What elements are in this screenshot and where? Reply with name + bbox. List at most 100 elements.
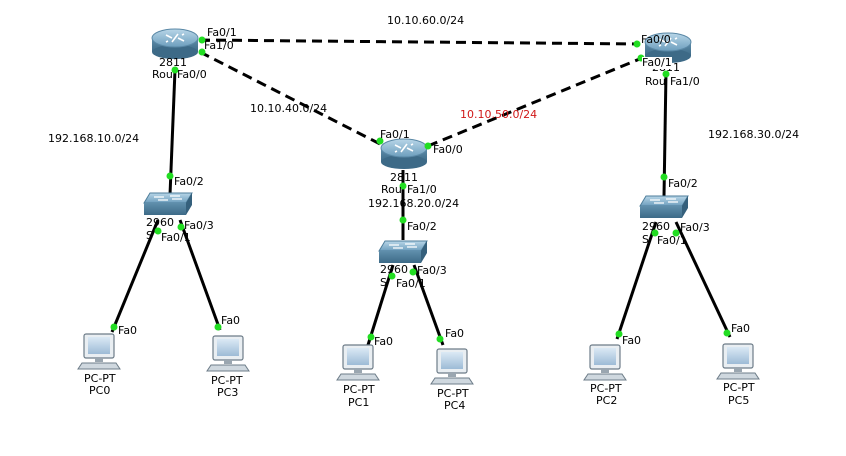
port-label: Fa0/1 bbox=[396, 277, 426, 290]
router-links bbox=[199, 38, 643, 148]
port-label: Fa0/1 bbox=[657, 234, 687, 247]
pc-type-label: PC-PT bbox=[437, 387, 469, 400]
port-light bbox=[651, 229, 659, 237]
pc-2[interactable] bbox=[583, 344, 627, 381]
pc-type-label: PC-PT bbox=[211, 374, 243, 387]
port-label: Fa0/0 bbox=[177, 68, 207, 81]
port-label: Fa0 bbox=[622, 334, 642, 347]
port-label: Fa0/1 bbox=[380, 128, 410, 141]
port-light bbox=[409, 268, 417, 276]
port-label: Fa0 bbox=[118, 324, 138, 337]
port-light bbox=[214, 323, 222, 331]
port-light bbox=[177, 223, 185, 231]
link-s1-pc1[interactable] bbox=[366, 264, 395, 346]
pc-0[interactable] bbox=[77, 333, 121, 370]
pc-name-label: PC5 bbox=[728, 394, 750, 407]
port-light bbox=[198, 48, 206, 56]
port-label: Fa0/2 bbox=[174, 175, 204, 188]
network-label-10-10-50: 10.10.50.0/24 bbox=[460, 108, 538, 121]
pc-name-label: PC1 bbox=[348, 396, 370, 409]
port-label: Fa0/1 bbox=[207, 26, 237, 39]
pc-name-label: PC3 bbox=[217, 386, 239, 399]
link-r0-r2[interactable] bbox=[199, 38, 641, 46]
pc-name-label: PC0 bbox=[89, 384, 111, 397]
pc-1[interactable] bbox=[336, 344, 380, 381]
port-light bbox=[367, 333, 375, 341]
router-model-label: 2811 bbox=[159, 56, 187, 69]
switch-model-label: 2960 bbox=[146, 216, 174, 229]
router-2[interactable] bbox=[644, 32, 692, 63]
port-light bbox=[154, 227, 162, 235]
link-r0-r1[interactable] bbox=[199, 50, 385, 148]
network-label-192-168-10: 192.168.10.0/24 bbox=[48, 132, 140, 145]
router-name-label: Rou bbox=[152, 68, 173, 81]
access-links bbox=[110, 69, 732, 346]
port-light bbox=[672, 229, 680, 237]
port-label: Fa0/2 bbox=[668, 177, 698, 190]
pc-5[interactable] bbox=[716, 343, 760, 380]
port-label: Fa0/2 bbox=[407, 220, 437, 233]
port-label: Fa0 bbox=[731, 322, 751, 335]
link-r1-r2[interactable] bbox=[427, 56, 643, 148]
port-light bbox=[376, 137, 384, 145]
port-light bbox=[723, 329, 731, 337]
port-label: Fa0/0 bbox=[641, 33, 671, 46]
port-light bbox=[166, 172, 174, 180]
port-light bbox=[662, 70, 670, 78]
pc-name-label: PC4 bbox=[444, 399, 466, 412]
network-label-10-10-60: 10.10.60.0/24 bbox=[387, 14, 465, 27]
switch-name-label: S bbox=[380, 276, 387, 289]
switch-model-label: 2960 bbox=[380, 263, 408, 276]
port-label: Fa0/3 bbox=[184, 219, 214, 232]
port-label: Fa1/0 bbox=[204, 39, 234, 52]
port-light bbox=[171, 66, 179, 74]
port-light bbox=[399, 182, 407, 190]
port-light bbox=[436, 335, 444, 343]
port-label: Fa0 bbox=[445, 327, 465, 340]
link-s0-pc3[interactable] bbox=[178, 219, 222, 331]
port-label: Fa0/3 bbox=[680, 221, 710, 234]
switch-2[interactable] bbox=[639, 195, 689, 218]
port-light bbox=[399, 216, 407, 224]
link-s1-pc4[interactable] bbox=[412, 264, 445, 346]
port-lights bbox=[110, 36, 731, 343]
port-light bbox=[615, 330, 623, 338]
port-label: Fa0 bbox=[221, 314, 241, 327]
router-name-label: Rou bbox=[645, 75, 666, 88]
router-name-label: Rou bbox=[381, 183, 402, 196]
port-light bbox=[660, 173, 668, 181]
pc-name-label: PC2 bbox=[596, 394, 618, 407]
router-0[interactable] bbox=[151, 28, 199, 59]
port-label: Fa1/0 bbox=[670, 75, 700, 88]
network-label-192-168-20: 192.168.20.0/24 bbox=[368, 197, 460, 210]
port-light bbox=[633, 40, 641, 48]
network-label-192-168-30: 192.168.30.0/24 bbox=[708, 128, 800, 141]
switch-0[interactable] bbox=[143, 192, 193, 215]
port-label: Fa1/0 bbox=[407, 183, 437, 196]
router-1[interactable] bbox=[380, 138, 428, 169]
port-label: Fa0/3 bbox=[417, 264, 447, 277]
port-light bbox=[388, 272, 396, 280]
switch-model-label: 2960 bbox=[642, 220, 670, 233]
switch-name-label: S bbox=[642, 233, 649, 246]
port-label: Fa0/1 bbox=[642, 56, 672, 69]
pc-type-label: PC-PT bbox=[590, 382, 622, 395]
port-label: Fa0/1 bbox=[161, 231, 191, 244]
pc-type-label: PC-PT bbox=[84, 372, 116, 385]
port-label: Fa0/0 bbox=[433, 143, 463, 156]
port-label: Fa0 bbox=[374, 335, 394, 348]
pc-4[interactable] bbox=[430, 348, 474, 385]
link-s2-pc2[interactable] bbox=[615, 221, 658, 340]
port-light bbox=[198, 36, 206, 44]
pc-type-label: PC-PT bbox=[343, 383, 375, 396]
link-s0-pc0[interactable] bbox=[110, 219, 160, 333]
port-light bbox=[424, 142, 432, 150]
network-label-10-10-40: 10.10.40.0/24 bbox=[250, 102, 328, 115]
pc-3[interactable] bbox=[206, 335, 250, 372]
link-s2-pc5[interactable] bbox=[674, 221, 732, 338]
switch-name-label: S bbox=[146, 229, 153, 242]
pc-type-label: PC-PT bbox=[723, 381, 755, 394]
port-light bbox=[110, 323, 118, 331]
switch-1[interactable] bbox=[378, 240, 428, 263]
